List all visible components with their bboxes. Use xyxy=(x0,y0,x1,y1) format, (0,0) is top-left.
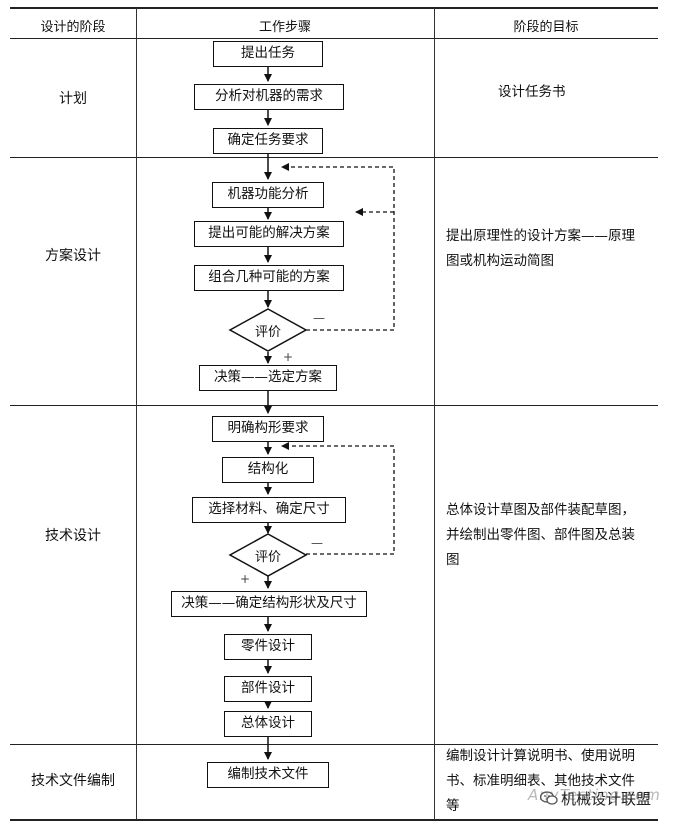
step-combine-solutions: 组合几种可能的方案 xyxy=(194,265,344,291)
feedback-negative-scheme: — xyxy=(313,311,325,325)
goal-docs: 编制设计计算说明书、使用说明书、标准明细表、其他技术文件等 xyxy=(446,748,635,814)
step-overall-design: 总体设计 xyxy=(224,711,312,737)
step-propose-solutions: 提出可能的解决方案 xyxy=(194,221,344,247)
column-divider-right xyxy=(434,8,435,820)
step-structuring: 结构化 xyxy=(222,457,314,483)
goal-plan: 设计任务书 xyxy=(498,84,566,100)
step-function-analysis: 机器功能分析 xyxy=(212,182,324,208)
step-materials-dimensions: 选择材料、确定尺寸 xyxy=(192,497,346,523)
wechat-icon xyxy=(539,790,558,805)
step-analyze-needs: 分析对机器的需求 xyxy=(194,84,344,110)
step-form-requirements: 明确构形要求 xyxy=(212,416,324,442)
column-divider-left xyxy=(136,8,137,820)
step-decide-structure: 决策——确定结构形状及尺寸 xyxy=(171,591,367,617)
stage-scheme: 方案设计 xyxy=(45,248,101,264)
stage-docs: 技术文件编制 xyxy=(31,773,115,789)
step-part-design: 零件设计 xyxy=(224,634,312,660)
watermark-brand: 机械设计联盟 xyxy=(561,790,652,808)
header-steps: 工作步骤 xyxy=(258,20,311,35)
decision-label-tech: 评价 xyxy=(254,550,281,565)
table-bottom-rule xyxy=(10,819,658,821)
goal-scheme: 提出原理性的设计方案——原理图或机构运动简图 xyxy=(446,228,635,269)
step-raise-task: 提出任务 xyxy=(213,41,323,67)
step-define-requirements: 确定任务要求 xyxy=(213,128,323,154)
watermark-site: AnyTesting.com xyxy=(528,786,661,804)
row-divider-scheme xyxy=(10,405,658,406)
step-decide-scheme: 决策——选定方案 xyxy=(199,365,337,391)
decision-label-scheme: 评价 xyxy=(254,325,281,340)
feedback-positive-scheme: + xyxy=(283,350,294,364)
header-bottom-rule xyxy=(10,38,658,39)
header-stage: 设计的阶段 xyxy=(40,20,106,35)
feedback-positive-tech: + xyxy=(240,572,251,586)
row-divider-tech xyxy=(10,744,658,745)
stage-plan: 计划 xyxy=(59,91,87,107)
decision-diamond-scheme xyxy=(228,308,308,352)
decision-diamond-tech xyxy=(228,533,308,577)
step-assembly-design: 部件设计 xyxy=(224,676,312,702)
step-compile-documents: 编制技术文件 xyxy=(207,762,329,788)
feedback-negative-tech: — xyxy=(311,536,323,550)
table-top-rule xyxy=(10,7,658,9)
header-goal: 阶段的目标 xyxy=(513,20,579,35)
row-divider-plan xyxy=(10,157,658,158)
stage-tech: 技术设计 xyxy=(45,528,101,544)
goal-tech: 总体设计草图及部件装配草图，并绘制出零件图、部件图及总装图 xyxy=(446,502,635,568)
